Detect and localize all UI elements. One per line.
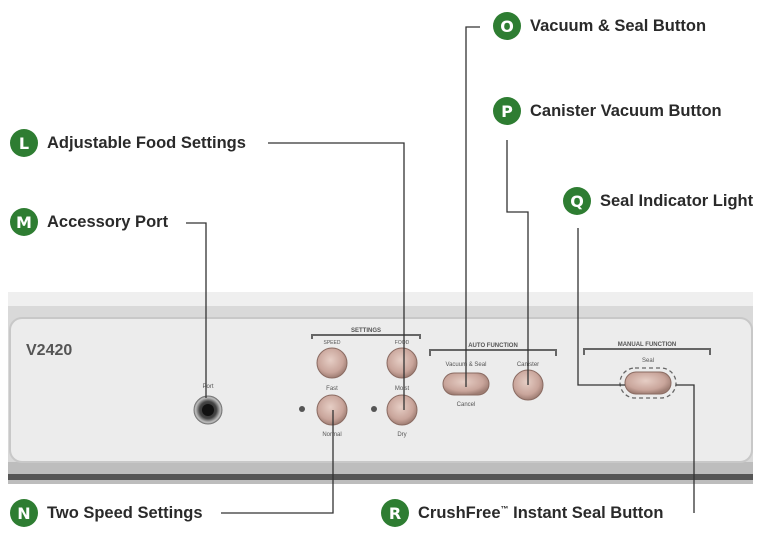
leader-n <box>221 410 334 514</box>
callout-l: L Adjustable Food Settings <box>10 129 246 157</box>
callout-badge: N <box>10 499 38 527</box>
callout-label: Accessory Port <box>47 212 169 231</box>
seal-indicator-light <box>619 367 677 399</box>
manual-function-header: MANUAL FUNCTION <box>618 342 677 348</box>
callout-badge: R <box>381 499 409 527</box>
normal-speed-button[interactable] <box>316 394 348 426</box>
callout-badge: M <box>10 208 38 236</box>
callout-r: R CrushFree™ Instant Seal Button <box>381 499 663 527</box>
cancel-label: Cancel <box>457 402 476 408</box>
leader-o <box>465 26 480 387</box>
callout-label: Two Speed Settings <box>47 503 203 522</box>
callout-badge: O <box>493 12 521 40</box>
leader-r <box>676 384 695 513</box>
callout-label: Seal Indicator Light <box>600 191 754 210</box>
dry-label: Dry <box>397 432 406 438</box>
callout-label: Adjustable Food Settings <box>47 133 246 152</box>
callout-badge: P <box>493 97 521 125</box>
leader-m <box>186 222 207 398</box>
callout-n: N Two Speed Settings <box>10 499 203 527</box>
fast-label: Fast <box>326 386 338 392</box>
callout-o: O Vacuum & Seal Button <box>493 12 706 40</box>
normal-label: Normal <box>322 432 341 438</box>
seal-label: Seal <box>642 358 654 364</box>
callout-label: CrushFree™ Instant Seal Button <box>418 503 664 522</box>
leader-p <box>506 140 529 385</box>
leader-l <box>268 142 405 410</box>
leader-lines <box>186 26 695 514</box>
port-label: Port <box>202 384 213 390</box>
panel-faceplate <box>9 317 753 463</box>
callout-label: Canister Vacuum Button <box>530 101 722 120</box>
moist-food-button[interactable] <box>386 347 418 379</box>
food-indicator-light <box>371 406 377 412</box>
fast-speed-button[interactable] <box>316 347 348 379</box>
moist-label: Moist <box>395 386 410 392</box>
speed-header: SPEED <box>324 340 341 346</box>
seal-button[interactable] <box>624 371 672 395</box>
callout-badge: L <box>10 129 38 157</box>
callout-label: Vacuum & Seal Button <box>530 16 707 35</box>
callout-q: Q Seal Indicator Light <box>563 187 753 215</box>
dry-food-button[interactable] <box>386 394 418 426</box>
speed-indicator-light <box>299 406 305 412</box>
settings-header: SETTINGS <box>351 328 381 334</box>
callout-m: M Accessory Port <box>10 208 168 236</box>
auto-function-header: AUTO FUNCTION <box>468 343 518 349</box>
callout-p: P Canister Vacuum Button <box>493 97 722 125</box>
model-label: V2420 <box>26 342 72 359</box>
leader-q <box>577 228 625 386</box>
food-header: FOOD <box>395 340 410 346</box>
callout-badge: Q <box>563 187 591 215</box>
